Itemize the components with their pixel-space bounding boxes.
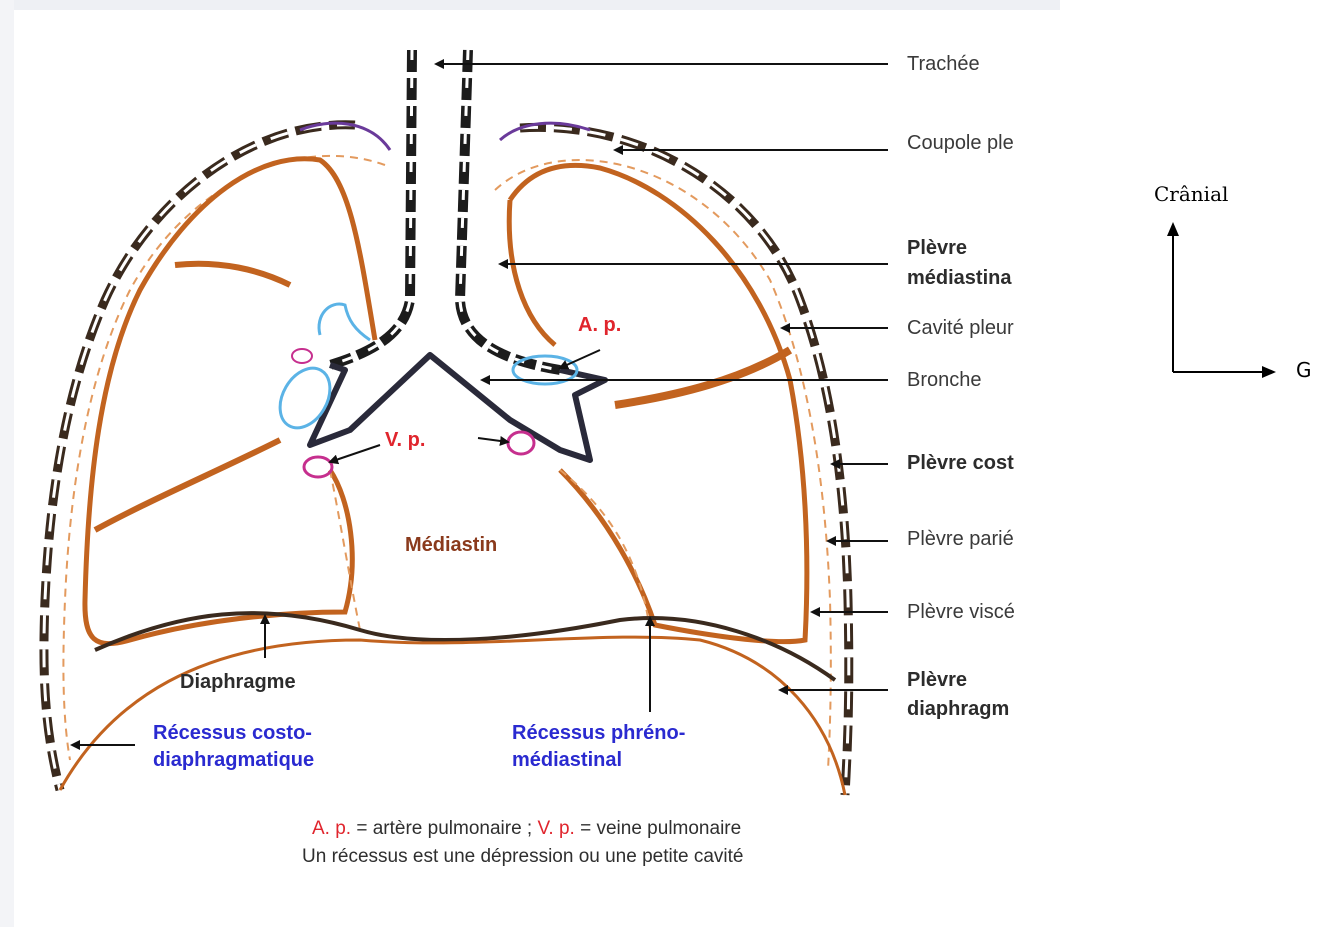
label-ap: A. p. [578, 313, 621, 337]
legend-vp-abbr: V. p. [537, 818, 574, 839]
label-recessus-costo-2: diaphragmatique [153, 748, 314, 772]
arrow-up-icon [1167, 222, 1179, 236]
label-plevre-viscerale: Plèvre viscé [907, 600, 1015, 624]
pulmonary-vein-right [508, 432, 534, 454]
pulmonary-vein-small [292, 349, 312, 363]
bronchi [310, 355, 605, 460]
label-recessus-phreno-2: médiastinal [512, 748, 622, 772]
lung-right-fissure [615, 350, 790, 405]
label-trachee: Trachée [907, 52, 980, 76]
parietal-pleura-right [495, 160, 831, 770]
label-plevre-costale: Plèvre cost [907, 451, 1014, 475]
label-cavite-pleurale: Cavité pleur [907, 316, 1014, 340]
label-plevre-diaphragmatique-1: Plèvre [907, 668, 967, 692]
pleura-diagram [0, 0, 1060, 927]
orientation-indicator: Crânial G [1150, 180, 1328, 410]
label-recessus-phreno-1: Récessus phréno- [512, 721, 685, 745]
legend-ap-def: = artère pulmonaire ; [351, 818, 537, 839]
label-plevre-parietale: Plèvre parié [907, 527, 1014, 551]
label-bronche: Bronche [907, 368, 982, 392]
pulmonary-artery-left-upper [319, 304, 370, 340]
pulmonary-vein-left [304, 457, 332, 477]
pulmonary-artery-left [270, 359, 340, 436]
legend-line-2: Un récessus est une dépression ou une pe… [302, 846, 744, 868]
label-plevre-mediastinale-1: Plèvre [907, 236, 967, 260]
legend-vp-def: = veine pulmonaire [575, 818, 741, 839]
lung-right-inner [509, 200, 555, 345]
label-vp: V. p. [385, 428, 425, 452]
lung-left-fissure-upper [175, 264, 290, 285]
legend-ap-abbr: A. p. [312, 818, 351, 839]
label-coupole: Coupole ple [907, 131, 1014, 155]
label-diaphragme: Diaphragme [180, 670, 296, 694]
label-recessus-costo-1: Récessus costo- [153, 721, 312, 745]
leader-vp-right [478, 438, 508, 442]
orientation-right-label: G [1296, 358, 1312, 382]
leader-vp-left [330, 445, 380, 462]
label-mediastin: Médiastin [405, 533, 497, 557]
label-plevre-mediastinale-2: médiastina [907, 266, 1011, 290]
label-plevre-diaphragmatique-2: diaphragm [907, 697, 1009, 721]
arrow-right-icon [1262, 366, 1276, 378]
lung-left-fissure-lower [95, 440, 280, 530]
legend-line-1: A. p. = artère pulmonaire ; V. p. = vein… [312, 818, 741, 840]
anatomy-figure: Trachée Coupole ple Plèvre médiastina Ca… [0, 0, 1060, 927]
